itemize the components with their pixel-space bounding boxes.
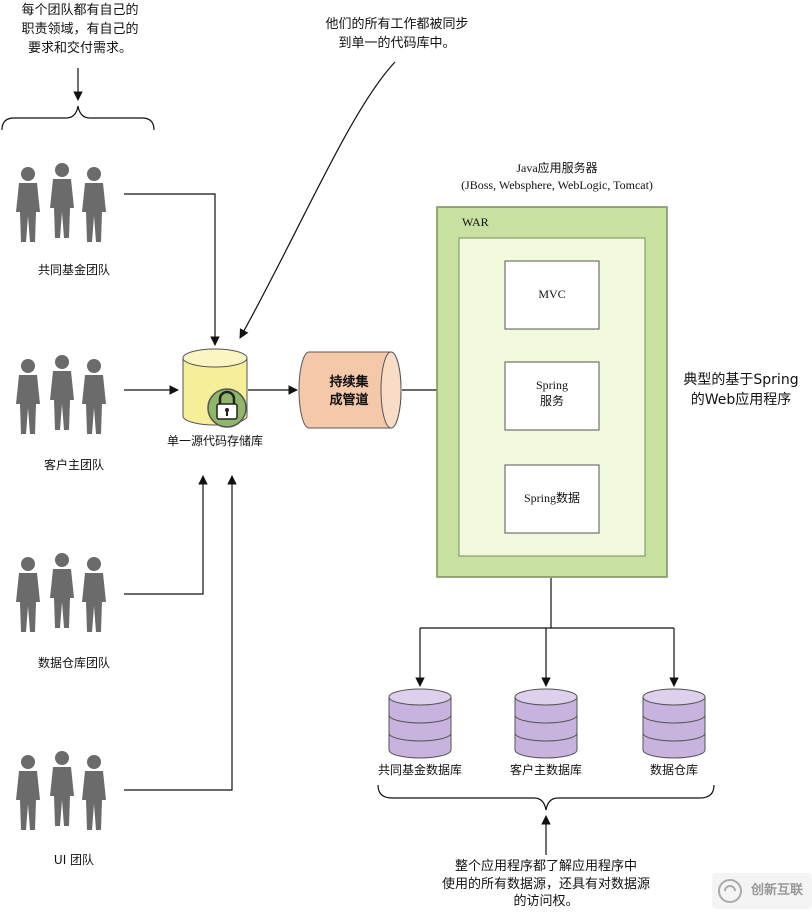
- team-ui-people: [16, 751, 106, 830]
- component-mvc-box: [504, 260, 600, 330]
- database-cylinder-3: [642, 688, 706, 759]
- team-label-data-warehouse: 数据仓库团队: [37, 656, 110, 670]
- team-mutual-fund-people: [16, 163, 106, 242]
- watermark-logo: [712, 873, 812, 909]
- teams-brace: [1, 105, 155, 131]
- connector-team-3: [124, 475, 208, 595]
- team-customer-master-people: [16, 355, 106, 434]
- db-label-mutual-fund: 共同基金数据库: [377, 763, 462, 777]
- watermark-text: 创新互联: [750, 883, 803, 898]
- datasource-note: 整个应用程序都了解应用程序中 使用的所有数据源，还具有对数据源 的访问权。: [441, 859, 650, 910]
- component-spring-data-box: [504, 464, 600, 534]
- component-spring-service-box: [504, 361, 600, 431]
- database-cylinder-2: [514, 688, 578, 759]
- connector-team-4: [124, 475, 237, 791]
- connector-team-1: [124, 193, 220, 346]
- app-note: 典型的基于Spring 的Web应用程序: [683, 372, 799, 409]
- team-label-customer-master: 客户主团队: [43, 458, 104, 472]
- databases-brace: [377, 784, 715, 811]
- war-label: WAR: [462, 215, 489, 229]
- repository-label: 单一源代码存储库: [166, 434, 263, 448]
- team-label-ui: UI 团队: [53, 853, 95, 867]
- component-spring-data-label: Spring数据: [523, 491, 580, 505]
- team-data-warehouse-people: [16, 553, 106, 632]
- pipeline-label: 持续集 成管道: [329, 375, 369, 408]
- db-label-customer-master: 客户主数据库: [509, 763, 582, 777]
- teams-note: 每个团队都有自己的 职责领域，有自己的 要求和交付需求。: [21, 3, 139, 56]
- team-label-mutual-fund: 共同基金团队: [37, 263, 110, 277]
- sync-note: 他们的所有工作都被同步 到单一的代码库中。: [325, 17, 469, 51]
- ci-pipeline-cylinder: [298, 351, 402, 429]
- component-mvc-label: MVC: [538, 287, 566, 301]
- component-spring-service-label: Spring 服务: [535, 378, 568, 409]
- lock-icon: [207, 388, 247, 428]
- database-cylinder-1: [388, 688, 452, 759]
- app-server-title: Java应用服务器 (JBoss, Websphere, WebLogic, T…: [461, 161, 653, 193]
- sync-note-arrow: [239, 61, 396, 339]
- db-connectors: [415, 578, 679, 687]
- db-label-data-warehouse: 数据仓库: [649, 763, 698, 777]
